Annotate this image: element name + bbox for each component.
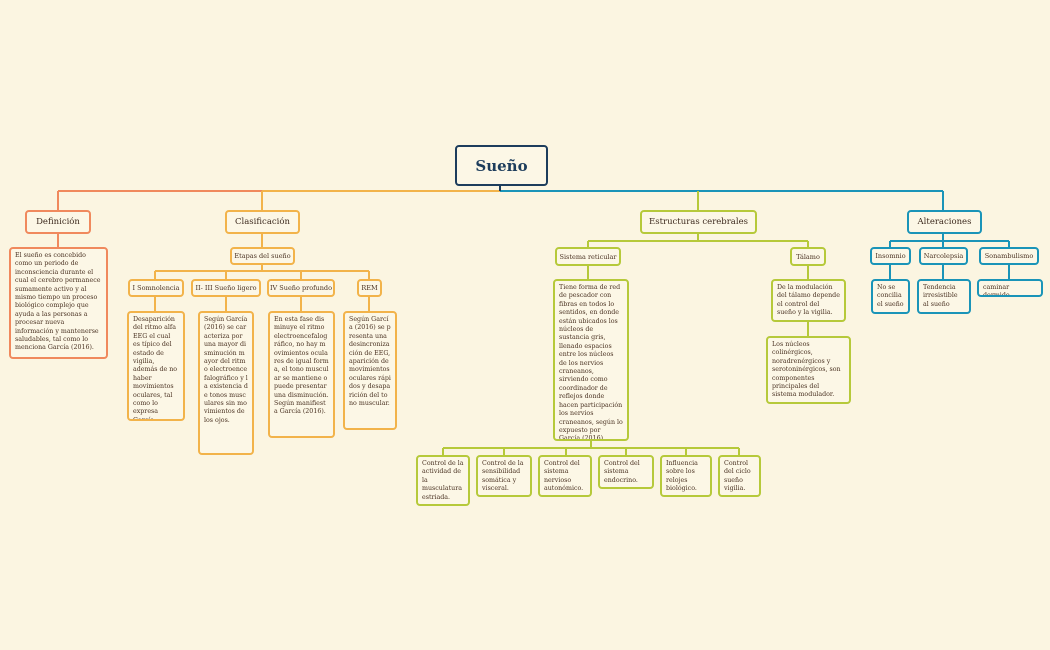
somnolencia-text[interactable]: Desaparición del ritmo alfa EEG el cual … — [127, 311, 185, 421]
node-text: Según García (2016) se caracteriza por u… — [204, 316, 248, 424]
root-topic[interactable]: Sueño — [455, 145, 548, 186]
node-label: REM — [361, 284, 378, 292]
alteracion-insomnio[interactable]: Insomnio — [870, 247, 911, 265]
sueno-ligero-text[interactable]: Según García (2016) se caracteriza por u… — [198, 311, 254, 455]
node-label: I Somnolencia — [132, 284, 180, 292]
node-text: De la modulación del tálamo depende el c… — [777, 284, 840, 317]
topic-label: Definición — [36, 217, 80, 227]
node-label: II- III Sueño ligero — [195, 284, 257, 292]
topic-label: Alteraciones — [917, 217, 972, 227]
node-text: Control de la actividad de la musculatur… — [422, 460, 464, 501]
etapa-rem[interactable]: REM — [357, 279, 382, 297]
sistema-reticular-text[interactable]: Tiene forma de red de pescador con fibra… — [553, 279, 629, 441]
root-label: Sueño — [475, 156, 528, 175]
node-text: Los núcleos colinérgicos, noradrenérgico… — [772, 341, 841, 399]
sueno-profundo-text[interactable]: En esta fase disminuye el ritmo electroe… — [268, 311, 335, 438]
node-text: El sueño es concebido como un periodo de… — [15, 252, 101, 352]
node-text: Tiene forma de red de pescador con fibra… — [559, 284, 623, 441]
node-text: Control del ciclo sueño vigilia. — [724, 460, 751, 493]
node-label: Sistema reticular — [559, 252, 617, 261]
topic-definicion[interactable]: Definición — [25, 210, 91, 234]
rem-text[interactable]: Según García (2016) se presenta una desi… — [343, 311, 397, 430]
funcion-relojes[interactable]: Influencia sobre los relojes biológico. — [660, 455, 712, 497]
talamo-text[interactable]: De la modulación del tálamo depende el c… — [771, 279, 846, 322]
funcion-endocrino[interactable]: Control del sistema endocrino. — [598, 455, 654, 489]
node-text: caminar dormido — [983, 284, 1010, 297]
node-text: Control del sistema endocrino. — [604, 460, 640, 484]
topic-estructuras-cerebrales[interactable]: Estructuras cerebrales — [640, 210, 757, 234]
node-text: Según García (2016) se presenta una desi… — [349, 316, 391, 408]
topic-label: Clasificación — [235, 217, 290, 227]
topic-alteraciones[interactable]: Alteraciones — [907, 210, 982, 234]
alteracion-sonambulismo[interactable]: Sonambulismo — [979, 247, 1039, 265]
etapa-sueno-ligero[interactable]: II- III Sueño ligero — [191, 279, 261, 297]
node-label: Tálamo — [796, 252, 820, 261]
node-label: Insomnio — [875, 252, 906, 260]
node-text: Control del sistema nervioso autonómico. — [544, 460, 584, 493]
node-text: Control de la sensibilidad somática y vi… — [482, 460, 524, 493]
node-label: Sonambulismo — [984, 252, 1034, 260]
definicion-text[interactable]: El sueño es concebido como un periodo de… — [9, 247, 108, 359]
funcion-musculatura[interactable]: Control de la actividad de la musculatur… — [416, 455, 470, 506]
talamo[interactable]: Tálamo — [790, 247, 826, 266]
node-text: No se concilia el sueño — [877, 284, 904, 308]
insomnio-text[interactable]: No se concilia el sueño — [871, 279, 910, 314]
sonambulismo-text[interactable]: caminar dormido — [977, 279, 1043, 297]
node-label: Etapas del sueño — [234, 252, 291, 260]
sistema-reticular[interactable]: Sistema reticular — [555, 247, 621, 266]
node-text: Tendencia irresistible al sueño — [923, 284, 958, 308]
etapa-sueno-profundo[interactable]: IV Sueño profundo — [267, 279, 335, 297]
node-text: Influencia sobre los relojes biológico. — [666, 460, 698, 493]
node-label: IV Sueño profundo — [269, 284, 332, 292]
etapa-somnolencia[interactable]: I Somnolencia — [128, 279, 184, 297]
topic-clasificacion[interactable]: Clasificación — [225, 210, 300, 234]
funcion-autonomico[interactable]: Control del sistema nervioso autonómico. — [538, 455, 592, 497]
node-label: Narcolepsia — [923, 252, 964, 260]
node-text: En esta fase disminuye el ritmo electroe… — [274, 316, 329, 416]
topic-label: Estructuras cerebrales — [649, 217, 748, 227]
alteracion-narcolepsia[interactable]: Narcolepsia — [919, 247, 968, 265]
funcion-sensibilidad[interactable]: Control de la sensibilidad somática y vi… — [476, 455, 532, 497]
node-text: Desaparición del ritmo alfa EEG el cual … — [133, 316, 178, 421]
sistema-modulador-text[interactable]: Los núcleos colinérgicos, noradrenérgico… — [766, 336, 851, 404]
funcion-ciclo[interactable]: Control del ciclo sueño vigilia. — [718, 455, 761, 497]
narcolepsia-text[interactable]: Tendencia irresistible al sueño — [917, 279, 971, 314]
etapas-del-sueno[interactable]: Etapas del sueño — [230, 247, 295, 265]
